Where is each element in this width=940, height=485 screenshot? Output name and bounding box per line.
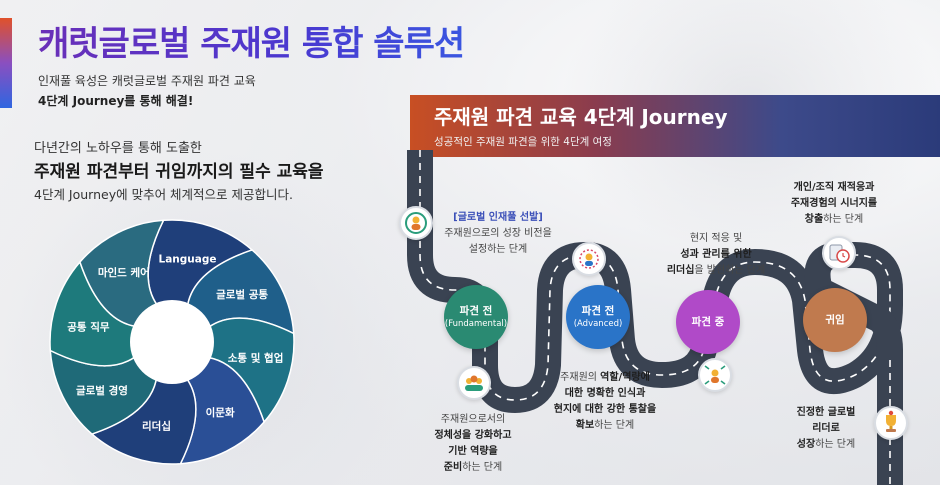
stage-title: 파견 전 xyxy=(581,304,615,317)
caption-leader-line1: 진정한 글로벌 xyxy=(796,407,856,418)
page-title: 캐럿글로벌 주재원 통합 솔루션 xyxy=(38,16,465,65)
caption-advanced: 주재원의 역할/역량에 대한 명확한 인식과 현지에 대한 강한 통찰을 확보하… xyxy=(540,370,670,434)
journey-title: 주재원 파견 교육 4단계 Journey xyxy=(434,105,728,129)
caption-return-line3-bold: 창출 xyxy=(804,214,824,225)
wheel-segment-label: 글로벌 경영 xyxy=(76,384,128,397)
talent-selection-icon xyxy=(399,206,433,240)
wheel-center-hole xyxy=(130,300,214,384)
trophy-icon xyxy=(874,406,908,440)
caption-during-line1: 현지 적응 및 xyxy=(689,233,743,244)
journey-subtitle: 성공적인 주재원 파견을 위한 4단계 여정 xyxy=(434,136,612,148)
caption-leader-line3: 하는 단계 xyxy=(815,439,856,450)
wheel-segment-label: Language xyxy=(159,253,217,265)
caption-talent-selection: [글로벌 인재풀 선발] 주재원으로의 성장 비전을 설정하는 단계 xyxy=(434,210,562,258)
caption-fund-line2: 정체성을 강화하고 xyxy=(434,430,512,441)
caption-fund-line4: 하는 단계 xyxy=(462,462,503,473)
journey-header: 주재원 파견 교육 4단계 Journey 성공적인 주재원 파견을 위한 4단… xyxy=(410,95,940,157)
caption-adv-line2: 대한 명확한 인식과 xyxy=(564,388,646,399)
intro-line1: 다년간의 노하우를 통해 도출한 xyxy=(34,141,202,156)
caption-during: 현지 적응 및 성과 관리를 위한 리더십을 발현하는 단계 xyxy=(654,231,778,279)
wheel-segment-label: 글로벌 공통 xyxy=(216,288,268,301)
caption-selection-line2: 설정하는 단계 xyxy=(468,244,528,255)
caption-return-line2: 주재경험의 시너지를 xyxy=(790,198,878,209)
stage-during-assignment[interactable]: 파견 중 xyxy=(676,290,740,354)
caption-during-line3-bold: 리더십 xyxy=(666,265,695,276)
caption-fund-line4-bold: 준비 xyxy=(443,462,463,473)
caption-global-leader: 진정한 글로벌 리더로 성장하는 단계 xyxy=(784,405,868,453)
stage-subtitle: (Advanced) xyxy=(573,318,623,329)
caption-fund-line3: 기반 역량을 xyxy=(448,446,498,457)
network-people-icon xyxy=(572,242,606,276)
team-people-icon xyxy=(457,366,491,400)
stage-predeparture-advanced[interactable]: 파견 전 (Advanced) xyxy=(566,285,630,349)
caption-adv-line3: 현지에 대한 강한 통찰을 xyxy=(553,404,657,415)
stage-title: 파견 중 xyxy=(691,315,725,328)
caption-adv-line4-bold: 확보 xyxy=(575,420,595,431)
caption-return: 개인/조직 재적응과 주재경험의 시너지를 창출하는 단계 xyxy=(772,180,896,228)
intro-heading: 주재원 파견부터 귀임까지의 필수 교육을 xyxy=(34,162,324,182)
caption-adv-line4: 하는 단계 xyxy=(594,420,635,431)
wheel-segment-label: 리더십 xyxy=(142,420,171,433)
caption-adv-line1: 주재원의 xyxy=(560,372,601,383)
wheel-segment-label: 공통 직무 xyxy=(67,321,110,334)
caption-return-line3: 하는 단계 xyxy=(823,214,864,225)
intro-line3: 4단계 Journey에 맞추어 체계적으로 제공합니다. xyxy=(34,187,294,202)
caption-fund-line1: 주재원으로서의 xyxy=(440,414,506,425)
caption-leader-line3-bold: 성장 xyxy=(796,439,816,450)
caption-during-line2: 성과 관리를 위한 xyxy=(680,249,752,260)
wheel-segment-label: 이문화 xyxy=(206,406,235,419)
leadership-direction-icon xyxy=(698,358,732,392)
caption-leader-line2: 리더로 xyxy=(812,423,840,434)
caption-return-line1: 개인/조직 재적응과 xyxy=(793,182,875,193)
stage-return[interactable]: 귀임 xyxy=(803,288,867,352)
caption-fundamental: 주재원으로서의 정체성을 강화하고 기반 역량을 준비하는 단계 xyxy=(418,412,528,476)
caption-adv-line1-bold: 역할/역량에 xyxy=(600,372,650,383)
stage-subtitle: (Fundamental) xyxy=(444,318,508,329)
stage-title: 귀임 xyxy=(825,313,845,326)
stage-title: 파견 전 xyxy=(459,304,493,317)
stage-predeparture-fundamental[interactable]: 파견 전 (Fundamental) xyxy=(444,285,508,349)
caption-selection-title: [글로벌 인재풀 선발] xyxy=(453,212,543,223)
caption-during-line3: 을 발현하는 단계 xyxy=(694,265,766,276)
wheel-segment-label: 소통 및 협업 xyxy=(228,351,284,364)
wheel-segment-label: 마인드 케어 xyxy=(98,266,150,279)
page-subtitle-line1: 인재풀 육성은 캐럿글로벌 주재원 파견 교육 xyxy=(38,74,256,88)
title-accent-bar xyxy=(0,18,12,108)
page-subtitle-line2: 4단계 Journey를 통해 해결! xyxy=(38,94,194,108)
caption-selection-line1: 주재원으로의 성장 비전을 xyxy=(444,228,552,239)
synergy-clock-icon xyxy=(822,236,856,270)
